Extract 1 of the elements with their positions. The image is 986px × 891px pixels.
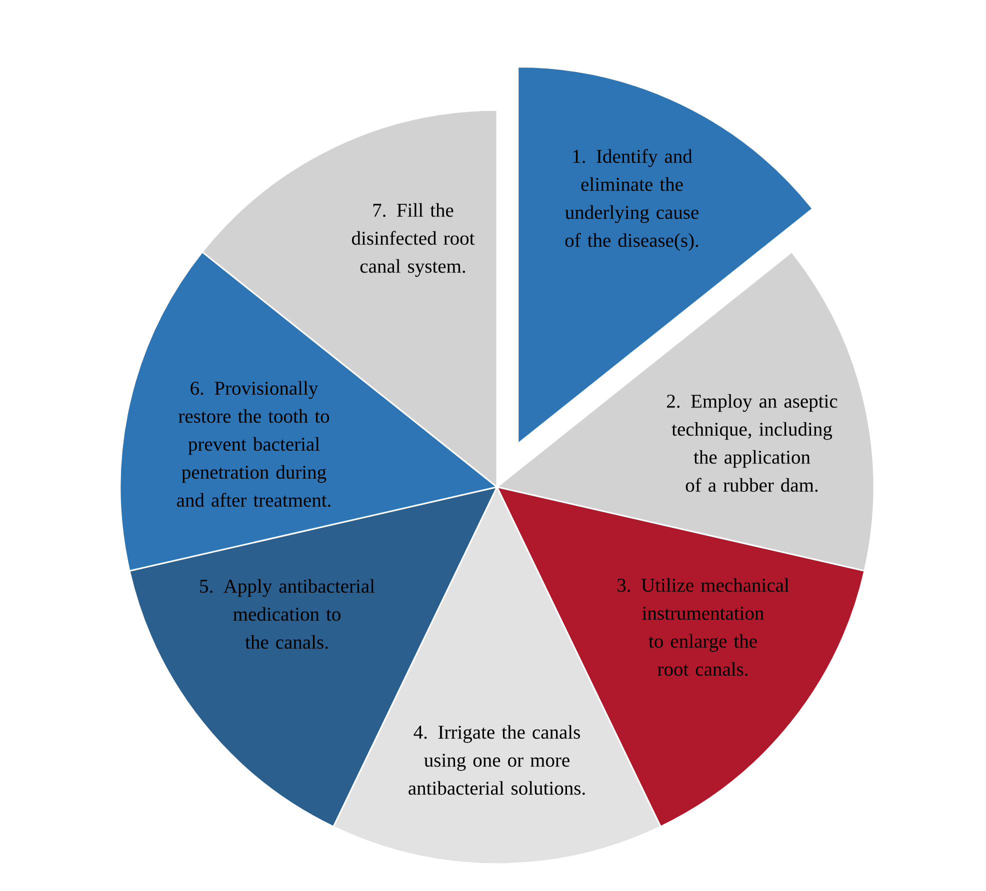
pie-slice: 2. Employ an aseptic technique, including the application of a rubber dam.	[496, 251, 875, 572]
